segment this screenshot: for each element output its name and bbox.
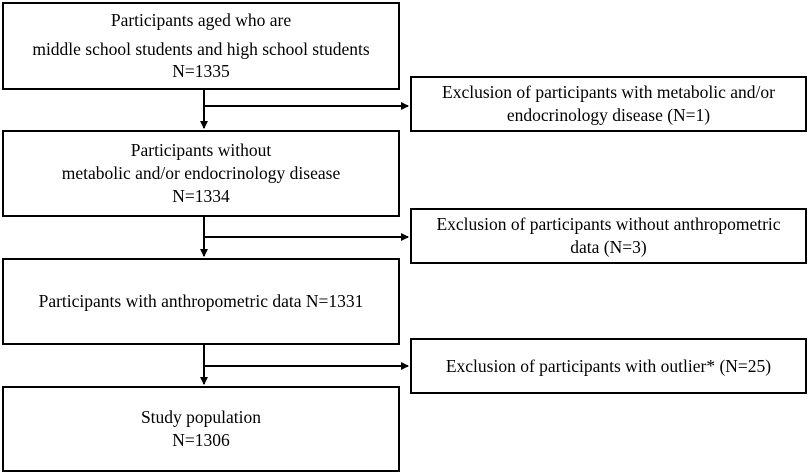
box-text-line: Exclusion of participants with outlier* …: [445, 355, 772, 376]
box-text-line: Exclusion of participants with metabolic…: [442, 82, 775, 103]
box-count: N=1306: [172, 430, 230, 450]
box-count: N=1335: [172, 61, 230, 82]
box-study-population: Study population N=1306: [2, 386, 400, 472]
box-exclusion-anthropometric: Exclusion of participants without anthro…: [410, 208, 807, 264]
box-text-line: middle school students and high school s…: [32, 38, 370, 59]
box-without-disease: Participants without metabolic and/or en…: [2, 130, 400, 217]
box-exclusion-outlier: Exclusion of participants with outlier* …: [410, 338, 807, 394]
box-with-anthropometric: Participants with anthropometric data N=…: [2, 258, 400, 345]
box-text-line: endocrinology disease (N=1): [506, 105, 711, 125]
box-text-line: data (N=3): [570, 237, 647, 257]
box-count: N=1334: [172, 185, 230, 206]
box-text-line: metabolic and/or endocrinology disease: [61, 163, 341, 184]
box-text-line: Participants without: [130, 140, 272, 161]
box-text-line: Participants with anthropometric data N=…: [38, 291, 364, 312]
box-text-line: Exclusion of participants without anthro…: [436, 214, 781, 235]
box-text-line: Study population: [140, 407, 262, 428]
box-text-line: Participants aged who are: [110, 9, 292, 30]
box-initial-participants: Participants aged who are middle school …: [2, 2, 400, 90]
box-exclusion-disease: Exclusion of participants with metabolic…: [410, 76, 807, 132]
